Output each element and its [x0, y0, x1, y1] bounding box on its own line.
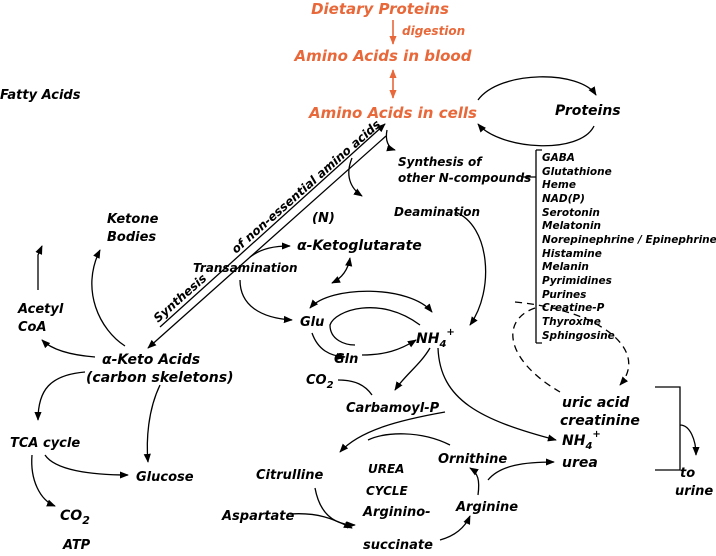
arginine-to-ornithine-arrow [469, 467, 480, 496]
ketone-bodies-label-2: Bodies [107, 230, 156, 245]
nh4-to-carbamoyl-arrow [394, 347, 431, 391]
acetyl-coa-label-1: Acetyl [17, 302, 64, 317]
diagonal-label-non-essential: of non-essential amino acids [229, 117, 384, 256]
compounds-bracket [523, 149, 542, 344]
n-compounds-list: GABA Glutathione Heme NAD(P) Serotonin M… [542, 152, 716, 342]
digestion-label: digestion [402, 24, 465, 38]
glu-to-gln-arrow [311, 332, 346, 361]
aspartate-label: Aspartate [221, 509, 294, 524]
excretion-nh4-label: NH4+ [562, 429, 601, 452]
atp-label: ATP [62, 538, 91, 553]
list-item: Creatine-P [542, 302, 605, 314]
arginine-label: Arginine [455, 500, 518, 515]
deamination-arrow [348, 157, 363, 197]
citrulline-label: Citrulline [256, 468, 324, 483]
arginine-to-urea-arrow [487, 458, 555, 481]
list-item: Glutathione [542, 166, 612, 178]
list-item: Serotonin [542, 207, 600, 219]
n-label: (N) [312, 211, 335, 226]
dietary-proteins-label: Dietary Proteins [311, 0, 449, 18]
degradation-diagonal-arrow [147, 135, 387, 349]
list-item: Heme [542, 179, 576, 191]
transamination-glu-arrow [239, 279, 293, 324]
nh4-to-gln-cycle [329, 307, 421, 346]
amino-acids-blood-label: Amino Acids in blood [294, 47, 472, 65]
to-label: to [680, 466, 695, 481]
uric-acid-label: uric acid [562, 395, 630, 411]
transamination-akg-arrow [249, 242, 291, 258]
list-item: Norepinephrine / Epinephrine [542, 234, 716, 246]
urea-cycle-label-1: UREA [368, 462, 404, 476]
aspartate-arrow [289, 513, 353, 529]
list-item: Thyroxine [542, 316, 601, 328]
gln-label: Gln [334, 352, 358, 367]
protein-synthesis-arrow [477, 76, 597, 101]
keto-to-ketone-arrow [91, 249, 126, 347]
diagonal-label-synthesis: Synthesis [151, 271, 210, 325]
fatty-acids-label: Fatty Acids [0, 88, 81, 103]
argininosuccinate-label-1: Arginino- [362, 505, 431, 520]
urea-label: urea [562, 455, 598, 471]
urea-cycle-label-2: CYCLE [366, 484, 409, 498]
transamination-label: Transamination [193, 261, 298, 275]
tca-cycle-label: TCA cycle [10, 436, 80, 451]
list-item: Sphingosine [542, 330, 615, 342]
co2-label: CO2 [306, 373, 334, 391]
proteins-label: Proteins [555, 103, 621, 119]
protein-degradation-arrow [477, 123, 595, 147]
n-compounds-arrow [385, 129, 396, 152]
argininosuccinate-label-2: succinate [363, 538, 433, 553]
synthesis-label-1: Synthesis of [398, 155, 483, 169]
deamination-to-nh4-arrow [454, 211, 487, 326]
ornithine-to-citrulline-arrow [367, 433, 451, 446]
argininosuccinate-to-arginine-arrow [439, 515, 471, 541]
list-item: Melatonin [542, 220, 601, 232]
list-item: Pyrimidines [542, 275, 612, 287]
co2-to-carbamoyl-arrow [337, 379, 373, 396]
list-item: GABA [542, 152, 575, 164]
glu-nh4-arrow [309, 290, 433, 313]
tca-to-co2-arrow [31, 454, 56, 507]
list-item: Melanin [542, 261, 589, 273]
deamination-label: Deamination [394, 205, 480, 219]
acetyl-to-fatty-acids-arrow [35, 245, 43, 290]
gln-to-nh4-arrow [361, 339, 417, 356]
carbamoyl-phosphate-label: Carbamoyl-P [346, 401, 440, 416]
amino-acids-cells-label: Amino Acids in cells [308, 104, 477, 122]
keto-to-tca-arrow [34, 371, 86, 421]
synthesis-diagonal-arrow [159, 123, 386, 328]
ketone-bodies-label-1: Ketone [107, 212, 159, 227]
keto-to-acetyl-arrow [41, 339, 96, 358]
carbon-skeletons-label: (carbon skeletons) [86, 370, 233, 386]
carbamoyl-to-citrulline-arrow [339, 411, 446, 453]
nh4-to-excretion-arrow [437, 347, 557, 442]
ornithine-label: Ornithine [438, 452, 507, 467]
list-item: Histamine [542, 248, 602, 260]
glucose-label: Glucose [136, 470, 194, 485]
keto-to-glucose-arrow [143, 384, 161, 463]
synthesis-label-2: other N-compounds [398, 171, 531, 185]
glu-label: Glu [300, 315, 324, 330]
purines-to-uric-acid-arrow [514, 301, 630, 386]
creatinine-label: creatinine [560, 413, 640, 429]
list-item: NAD(P) [542, 193, 585, 205]
co2-atp-label: CO2 [60, 508, 90, 527]
alpha-keto-acids-label: α-Keto Acids [102, 352, 200, 368]
alpha-ketoglutarate-label: α-Ketoglutarate [297, 238, 422, 254]
acetyl-coa-label-2: CoA [18, 320, 47, 335]
nh4-label: NH4+ [416, 327, 455, 350]
urine-bracket-arrow [655, 386, 696, 471]
urine-label: urine [675, 484, 713, 499]
list-item: Purines [542, 289, 586, 301]
akg-glu-arrow [331, 257, 353, 284]
citrulline-to-argininosuccinate-arrow [314, 487, 356, 529]
tca-to-glucose-arrow [44, 454, 129, 479]
